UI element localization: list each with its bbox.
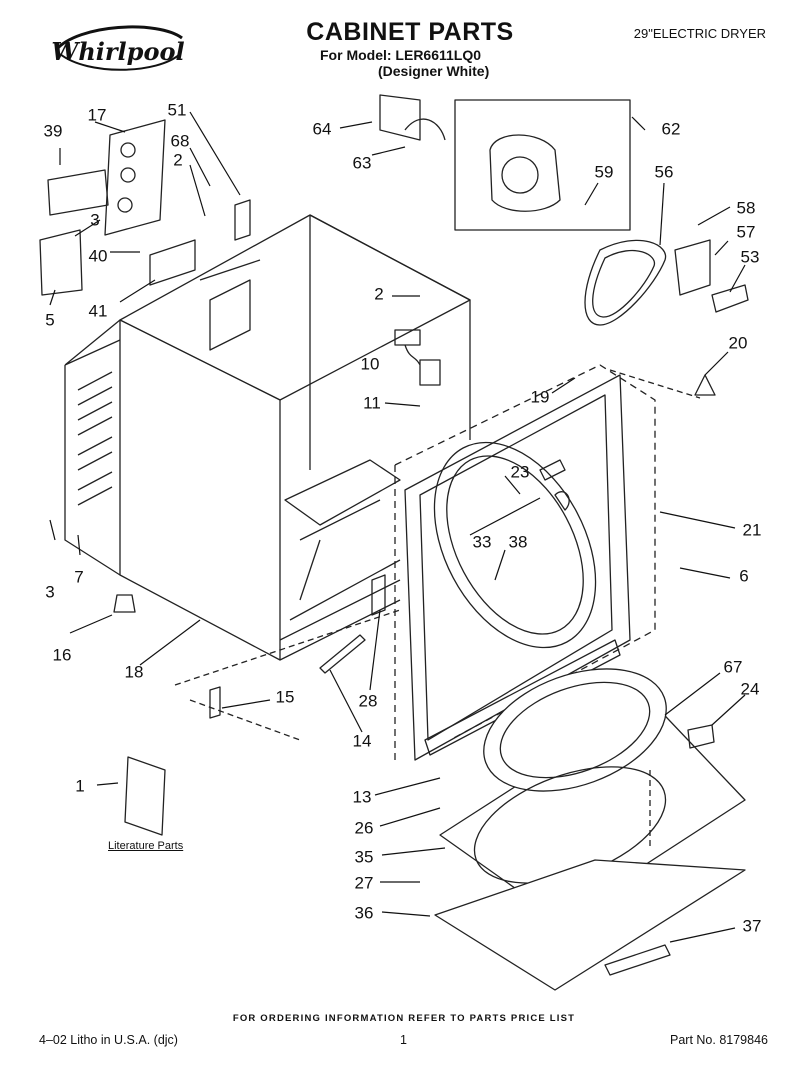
callout-3: 3	[90, 210, 100, 230]
door-hinge	[371, 574, 386, 616]
callout-28: 28	[358, 691, 378, 711]
leveling-foot	[113, 594, 136, 613]
callout-19: 19	[530, 387, 550, 407]
callout-56: 56	[654, 162, 674, 182]
callout-40: 40	[88, 246, 108, 266]
callout-3: 3	[45, 582, 55, 602]
drive-motor	[489, 134, 561, 212]
callout-64: 64	[312, 119, 332, 139]
callout-10: 10	[360, 354, 380, 374]
callout-6: 6	[739, 566, 749, 586]
ordering-note: FOR ORDERING INFORMATION REFER TO PARTS …	[232, 1013, 576, 1024]
cabinet-rear-wall	[309, 214, 471, 470]
callout-38: 38	[508, 532, 528, 552]
door-latch	[604, 944, 671, 976]
cabinet-back-panel	[64, 319, 121, 576]
callout-18: 18	[124, 662, 144, 682]
door-switch	[394, 329, 441, 386]
door-seal	[483, 668, 667, 792]
callout-68: 68	[170, 131, 190, 151]
callout-7: 7	[74, 567, 84, 587]
callout-58: 58	[736, 198, 756, 218]
callout-59: 59	[594, 162, 614, 182]
cabinet-floor-bracket	[284, 459, 401, 601]
litho-info: 4–02 Litho in U.S.A. (djc)	[39, 1033, 178, 1047]
callout-14: 14	[352, 731, 372, 751]
callout-17: 17	[87, 105, 107, 125]
callout-24: 24	[740, 679, 760, 699]
callout-21: 21	[742, 520, 762, 540]
literature-pack	[124, 756, 166, 836]
whirlpool-logo: Whirlpool	[51, 25, 185, 71]
terminal-block	[149, 239, 196, 286]
svg-text:Whirlpool: Whirlpool	[51, 37, 184, 66]
callout-67: 67	[723, 657, 743, 677]
literature-parts-label: Literature Parts	[108, 840, 184, 852]
door-strike	[687, 724, 715, 749]
callout-16: 16	[52, 645, 72, 665]
callout-51: 51	[167, 100, 187, 120]
glide-part	[694, 374, 716, 396]
callout-37: 37	[742, 916, 762, 936]
callout-27: 27	[354, 873, 374, 893]
callout-2: 2	[173, 150, 183, 170]
callout-35: 35	[354, 847, 374, 867]
part-number: Part No. 8179846	[670, 1033, 768, 1047]
color-line: (Designer White)	[378, 63, 490, 79]
callout-39: 39	[43, 121, 63, 141]
callout-13: 13	[352, 787, 372, 807]
callout-33: 33	[472, 532, 492, 552]
door-spring	[319, 634, 366, 674]
callout-2: 2	[374, 284, 384, 304]
motor-bracket	[379, 94, 421, 141]
callout-53: 53	[740, 247, 760, 267]
model-line: For Model: LER6611LQ0	[320, 47, 482, 63]
callout-57: 57	[736, 222, 756, 242]
callout-41: 41	[88, 301, 108, 321]
callout-36: 36	[354, 903, 374, 923]
front-panel	[404, 374, 631, 761]
page-number: 1	[400, 1033, 407, 1047]
callout-1: 1	[75, 776, 85, 796]
callout-15: 15	[275, 687, 295, 707]
side-bracket	[39, 229, 83, 296]
callout-26: 26	[354, 818, 374, 838]
door-opening	[433, 441, 597, 649]
page-title: CABINET PARTS	[306, 18, 514, 46]
callout-62: 62	[661, 119, 681, 139]
switch-block	[47, 169, 109, 216]
callout-11: 11	[363, 393, 381, 413]
callout-5: 5	[45, 310, 55, 330]
base-pan	[434, 859, 746, 991]
drive-belt	[584, 239, 667, 326]
idler-bracket	[674, 239, 711, 296]
product-type: 29"ELECTRIC DRYER	[633, 26, 766, 41]
callout-23: 23	[510, 462, 530, 482]
callout-63: 63	[352, 153, 372, 173]
callout-20: 20	[728, 333, 748, 353]
